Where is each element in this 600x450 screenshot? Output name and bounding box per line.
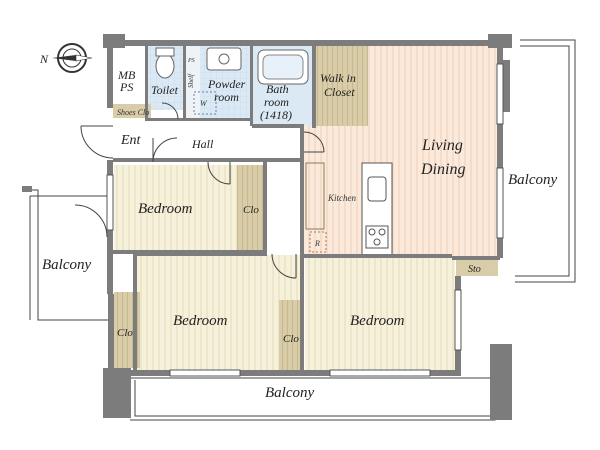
ps-label: PS — [119, 80, 133, 94]
kitchen-island — [361, 162, 393, 258]
balcony-east-area — [515, 39, 576, 283]
shoes-closet-label: Shoes Clo — [117, 108, 149, 117]
bedroom-se-label: Bedroom — [350, 313, 405, 329]
toilet-label: Toilet — [151, 83, 179, 97]
bath-label-2: room — [264, 95, 289, 109]
storage-floor — [456, 258, 498, 276]
toilet-icon — [155, 53, 175, 79]
closet-se — [279, 300, 304, 370]
sink-icon — [367, 176, 387, 202]
hall-label: Hall — [191, 137, 214, 151]
washbasin-bowl — [218, 53, 230, 65]
balcony-east-label: Balcony — [508, 172, 557, 188]
mb-label: MB — [117, 68, 136, 82]
closet-se-label: Clo — [283, 333, 299, 345]
bedroom-sw-floor — [137, 255, 300, 370]
powder-label-1: Powder — [207, 77, 246, 91]
ps-small-label: PS — [187, 58, 195, 64]
living-label-2: Dining — [420, 161, 465, 178]
bedroom-sw-label: Bedroom — [173, 313, 228, 329]
shoes-closet — [113, 104, 151, 118]
kitchen-label: Kitchen — [327, 193, 356, 203]
washer-label: W — [200, 99, 208, 108]
stove-icon — [365, 225, 389, 249]
bedroom-nw-label: Bedroom — [138, 201, 193, 217]
refrigerator-space — [309, 231, 327, 253]
washing-machine-space — [193, 91, 217, 115]
walk-in-closet-floor — [316, 46, 368, 126]
balcony-south-label: Balcony — [265, 385, 314, 401]
closet-sw-label: Clo — [117, 327, 133, 339]
balcony-west-area — [22, 186, 108, 321]
compass-icon — [52, 43, 93, 73]
bathtub-inner — [262, 54, 304, 80]
washbasin-icon — [206, 47, 242, 71]
closet-nw — [237, 165, 263, 251]
shelf-area — [186, 46, 200, 118]
closet-nw-label: Clo — [243, 204, 259, 216]
bath-label-1: Bath — [266, 82, 289, 96]
wic-label-2: Closet — [324, 85, 355, 99]
powder-label-2: room — [214, 90, 239, 104]
burner-icon — [368, 228, 376, 236]
toilet-tank — [155, 47, 175, 57]
burner-icon — [378, 228, 386, 236]
bath-label-3: (1418) — [260, 108, 292, 122]
compass-north-label: N — [39, 52, 49, 66]
kitchen-counter — [305, 162, 325, 230]
burner-icon — [373, 238, 381, 246]
walls — [103, 34, 512, 420]
storage-label: Sto — [468, 264, 481, 275]
wic-label-1: Walk in — [320, 71, 356, 85]
refrigerator-label: R — [314, 239, 320, 248]
balcony-west-label: Balcony — [42, 257, 91, 273]
doors — [74, 102, 325, 279]
living-label-1: Living — [421, 137, 463, 154]
entrance-label: Ent — [120, 133, 142, 148]
windows — [106, 63, 504, 377]
bedroom-se-floor — [305, 256, 455, 370]
shelf-label: Shelf — [187, 73, 195, 88]
